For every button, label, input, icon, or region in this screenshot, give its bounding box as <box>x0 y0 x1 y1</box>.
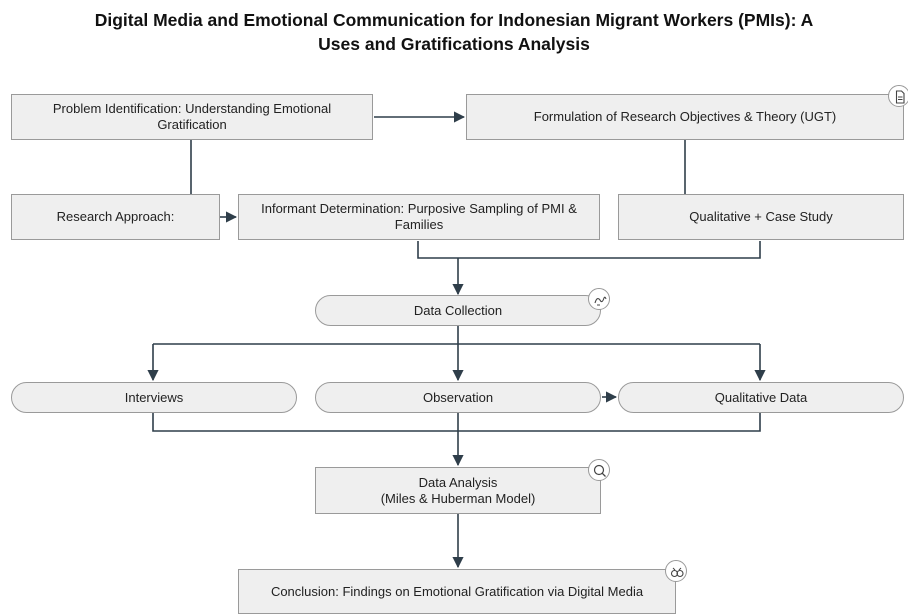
node-observation-label: Observation <box>422 389 494 405</box>
connector-informant-down <box>417 241 458 259</box>
node-data-analysis-model: (Miles & Huberman Model) <box>380 490 536 506</box>
node-qualitative-case-study: Qualitative + Case Study <box>618 194 904 240</box>
diagram-title: Digital Media and Emotional Communicatio… <box>0 8 908 56</box>
diagram-title-line2: Uses and Gratifications Analysis <box>318 34 590 54</box>
connector-collection-split <box>153 326 760 345</box>
diagram-title-line1: Digital Media and Emotional Communicatio… <box>94 10 814 30</box>
connector-qualitative-down <box>458 241 761 259</box>
node-data-collection-label: Data Collection <box>413 302 503 318</box>
node-data-collection: Data Collection <box>315 295 601 326</box>
node-interviews: Interviews <box>11 382 297 413</box>
magnifier-icon <box>588 459 610 481</box>
node-conclusion: Conclusion: Findings on Emotional Gratif… <box>238 569 676 614</box>
node-research-objectives-label: Formulation of Research Objectives & The… <box>533 109 837 124</box>
node-research-objectives: Formulation of Research Objectives & The… <box>466 94 904 140</box>
node-informant-determination: Informant Determination: Purposive Sampl… <box>238 194 600 240</box>
insight-icon <box>665 560 687 582</box>
connector-interviews-down <box>152 413 761 432</box>
node-research-approach: Research Approach: <box>11 194 220 240</box>
node-observation: Observation <box>315 382 601 413</box>
node-problem-identification: Problem Identification: Understanding Em… <box>11 94 373 140</box>
node-research-approach-label: Research Approach: <box>56 209 175 224</box>
node-qualitative-data-label: Qualitative Data <box>714 389 808 405</box>
node-qualitative-case-study-label: Qualitative + Case Study <box>689 209 833 224</box>
node-data-analysis: Data Analysis (Miles & Huberman Model) <box>315 467 601 514</box>
node-interviews-label: Interviews <box>124 389 184 405</box>
gesture-icon <box>588 288 610 310</box>
node-problem-identification-label: Problem Identification: Understanding Em… <box>52 101 332 132</box>
node-data-analysis-title: Data Analysis <box>418 474 498 490</box>
node-informant-determination-label: Informant Determination: Purposive Sampl… <box>261 201 577 232</box>
document-icon <box>888 85 908 107</box>
node-conclusion-label: Conclusion: Findings on Emotional Gratif… <box>270 583 644 599</box>
node-qualitative-data: Qualitative Data <box>618 382 904 413</box>
